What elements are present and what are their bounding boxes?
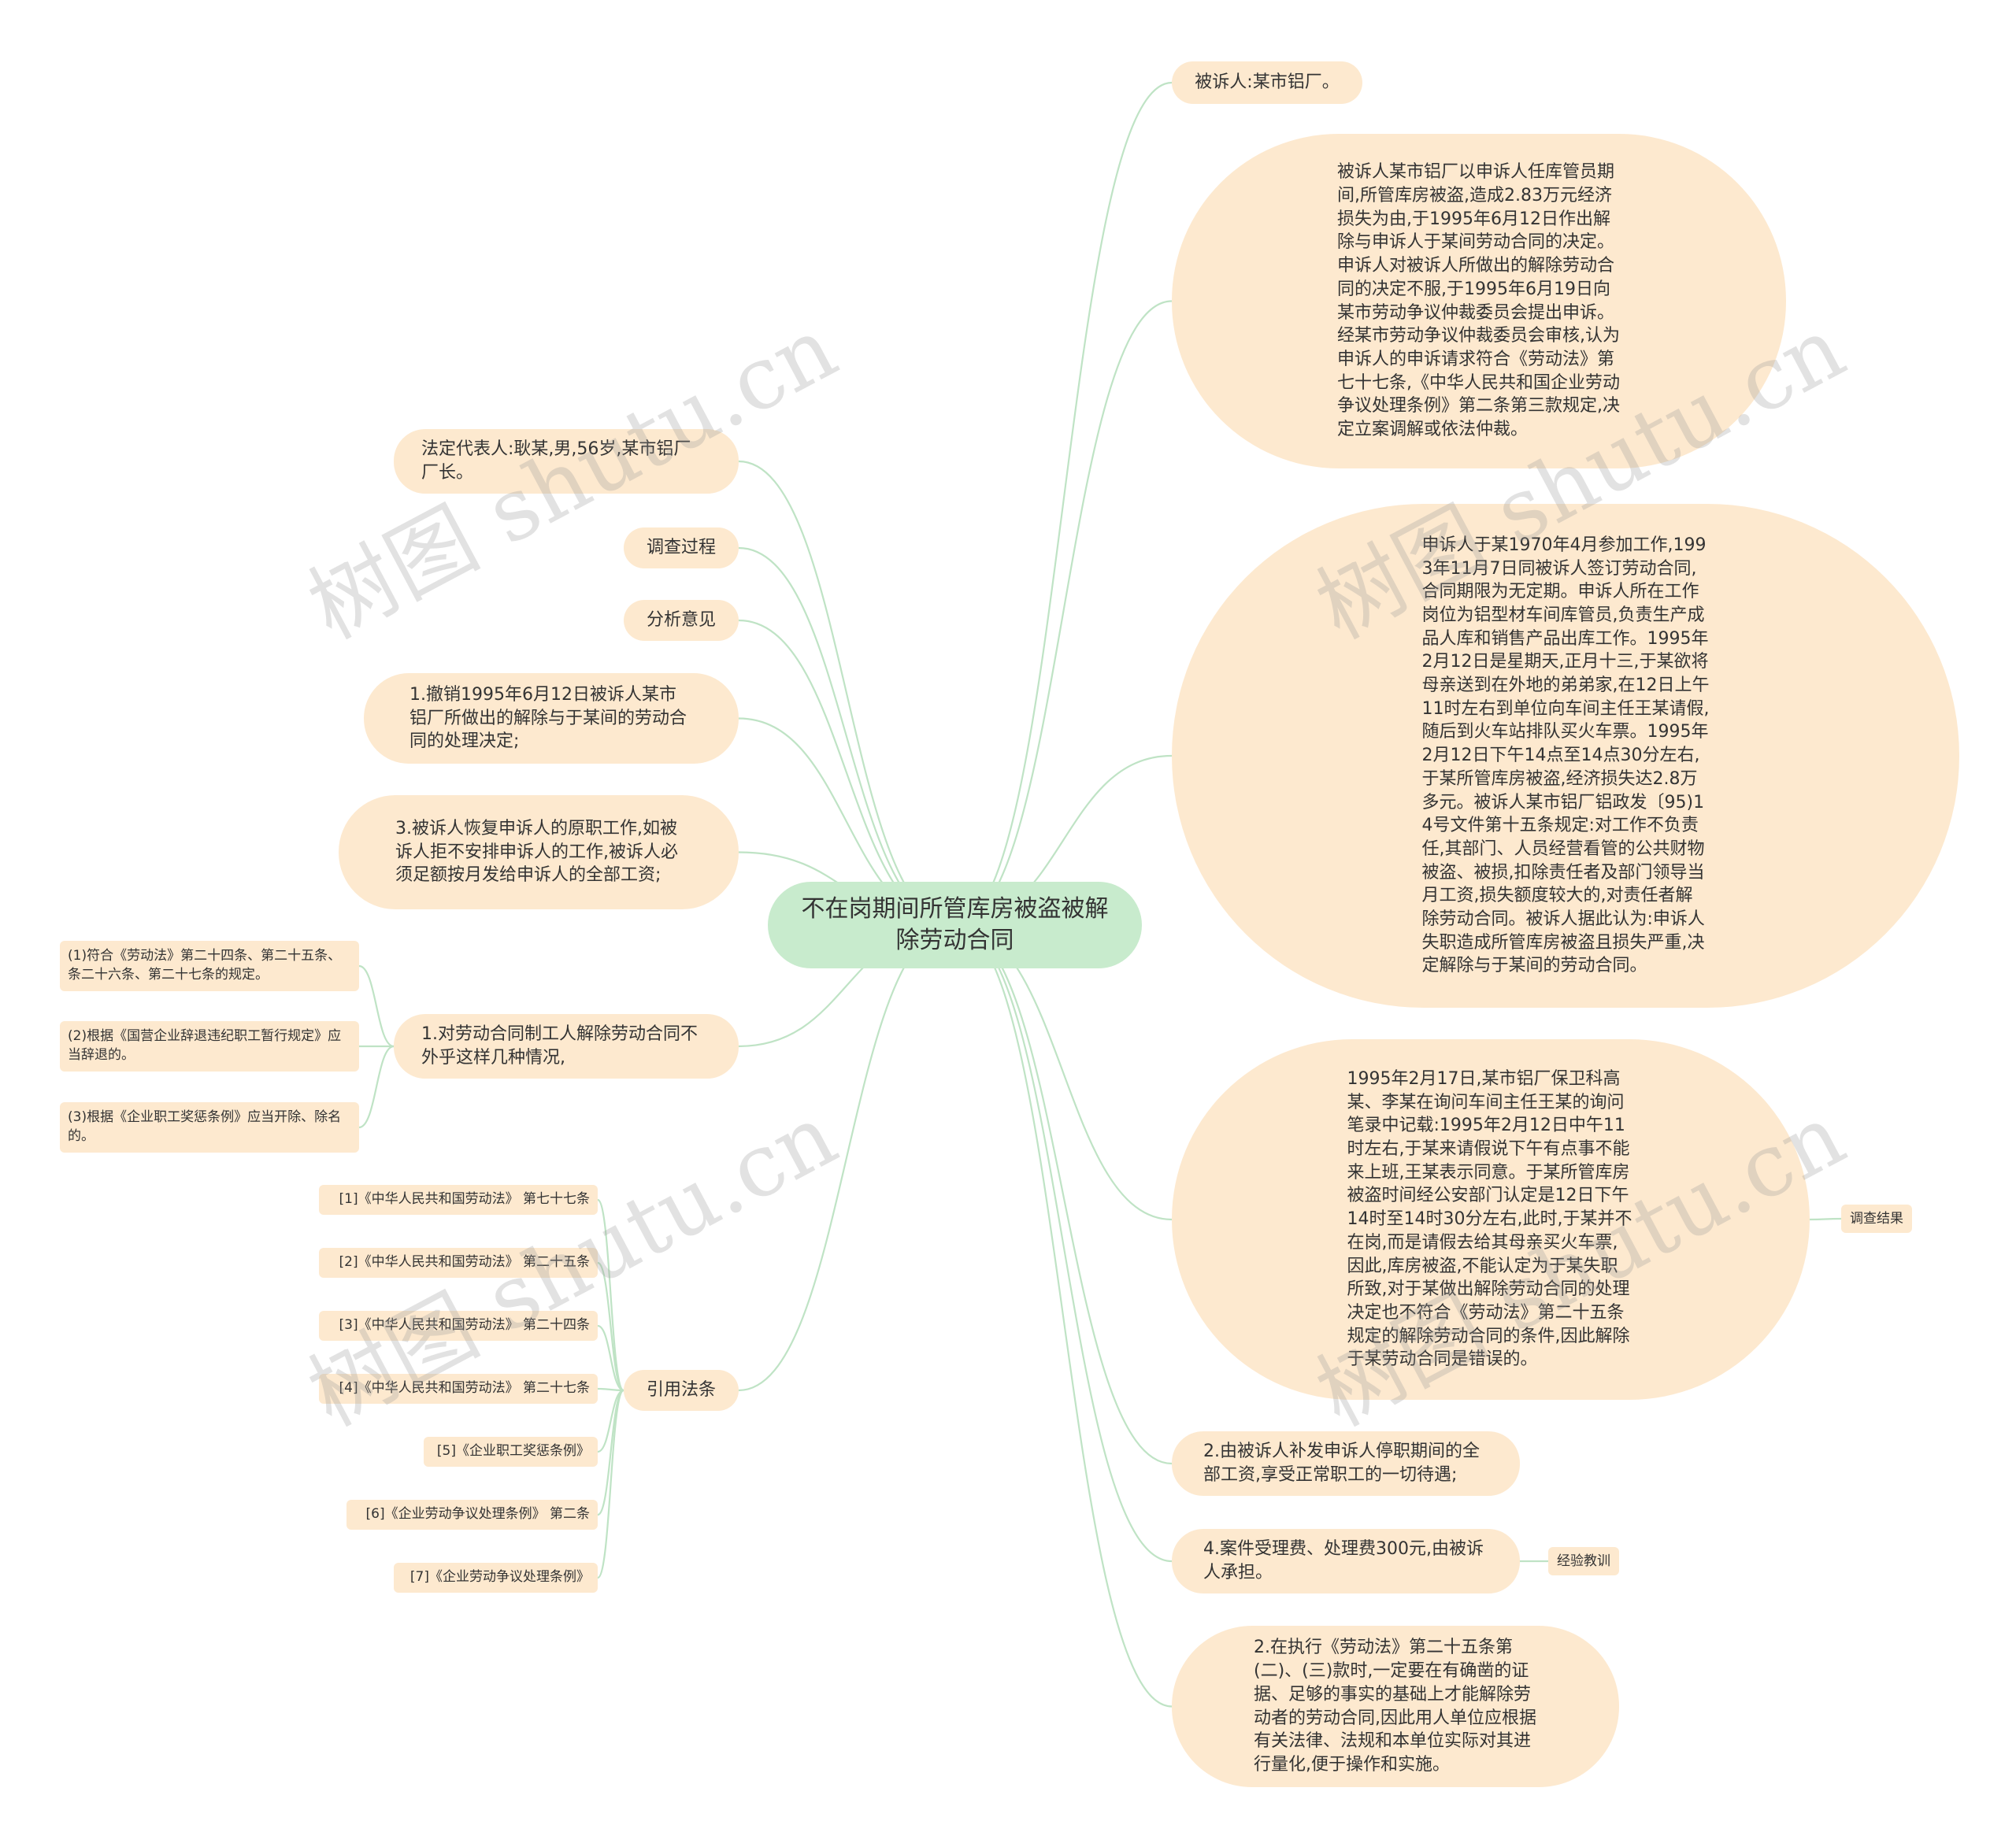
node-cited-laws[interactable]: 引用法条 xyxy=(624,1370,739,1411)
link-l7-d3 xyxy=(597,1324,624,1392)
node-case-background[interactable]: 被诉人某市铝厂以申诉人任库管员期间,所管库房被盗,造成2.83万元经济损失为由,… xyxy=(1172,134,1786,468)
node-applicant-facts[interactable]: 申诉人于某1970年4月参加工作,1993年11月7日同被诉人签订劳动合同,合同… xyxy=(1172,504,1959,1008)
link-root-r6 xyxy=(954,924,1173,1563)
node-reinstate-position[interactable]: 3.被诉人恢复申诉人的原职工作,如被诉人拒不安排申诉人的工作,被诉人必须足额按月… xyxy=(339,795,739,909)
link-l7-d2 xyxy=(597,1261,624,1392)
node-investigation-result[interactable]: 1995年2月17日,某市铝厂保卫科高某、李某在询问车间主任王某的询问笔录中记载… xyxy=(1172,1039,1810,1400)
link-l6-c3 xyxy=(358,1045,395,1129)
link-root-r5 xyxy=(954,924,1173,1465)
law-item-1[interactable]: [1]《中华人民共和国劳动法》 第七十七条 xyxy=(319,1185,598,1215)
link-l7-d7 xyxy=(596,1389,625,1579)
node-legal-representative[interactable]: 法定代表人:耿某,男,56岁,某市铝厂厂长。 xyxy=(394,429,739,494)
tag-investigation-result[interactable]: 调查结果 xyxy=(1841,1205,1912,1233)
law-item-3[interactable]: [3]《中华人民共和国劳动法》 第二十四条 xyxy=(319,1311,598,1341)
node-investigation-process[interactable]: 调查过程 xyxy=(624,527,739,568)
law-item-6[interactable]: [6]《企业劳动争议处理条例》 第二条 xyxy=(346,1500,598,1530)
link-l7-d1 xyxy=(596,1198,625,1392)
node-analysis-opinion[interactable]: 分析意见 xyxy=(624,600,739,641)
law-item-7[interactable]: [7]《企业劳动争议处理条例》 xyxy=(394,1563,598,1593)
link-root-r2 xyxy=(954,300,1173,927)
link-root-r1 xyxy=(954,81,1173,927)
case-item-3[interactable]: (3)根据《企业职工奖惩条例》应当开除、除名的。 xyxy=(60,1102,359,1153)
link-l6-c1 xyxy=(358,964,395,1048)
link-r4-t1 xyxy=(1809,1217,1842,1221)
node-lesson-detail[interactable]: 2.在执行《劳动法》第二十五条第(二)、(三)款时,一定要在有确凿的证据、足够的… xyxy=(1172,1626,1619,1787)
node-respondent[interactable]: 被诉人:某市铝厂。 xyxy=(1172,61,1362,104)
law-item-5[interactable]: [5]《企业职工奖惩条例》 xyxy=(424,1437,598,1467)
node-back-pay[interactable]: 2.由被诉人补发申诉人停职期间的全部工资,享受正常职工的一切待遇; xyxy=(1172,1431,1520,1496)
case-item-1[interactable]: (1)符合《劳动法》第二十四条、第二十五条、条二十六条、第二十七条的规定。 xyxy=(60,941,359,991)
case-item-2[interactable]: (2)根据《国营企业辞退违纪职工暂行规定》应当辞退的。 xyxy=(60,1021,359,1072)
root-topic[interactable]: 不在岗期间所管库房被盗被解除劳动合同 xyxy=(768,882,1142,968)
tag-lessons-learned[interactable]: 经验教训 xyxy=(1548,1547,1619,1575)
link-l7-d4 xyxy=(597,1387,624,1392)
law-item-2[interactable]: [2]《中华人民共和国劳动法》 第二十五条 xyxy=(319,1248,598,1278)
link-root-r7 xyxy=(954,924,1173,1708)
link-root-l2 xyxy=(738,546,955,927)
node-case-fee[interactable]: 4.案件受理费、处理费300元,由被诉人承担。 xyxy=(1172,1529,1520,1593)
node-revoke-decision[interactable]: 1.撤销1995年6月12日被诉人某市铝厂所做出的解除与于某间的劳动合同的处理决… xyxy=(364,673,739,764)
link-root-r4 xyxy=(954,924,1173,1221)
law-item-4[interactable]: [4]《中华人民共和国劳动法》 第二十七条 xyxy=(319,1374,598,1404)
node-termination-cases[interactable]: 1.对劳动合同制工人解除劳动合同不外乎这样几种情况, xyxy=(394,1014,739,1079)
link-l7-d5 xyxy=(597,1389,624,1453)
link-root-l3 xyxy=(738,619,955,927)
